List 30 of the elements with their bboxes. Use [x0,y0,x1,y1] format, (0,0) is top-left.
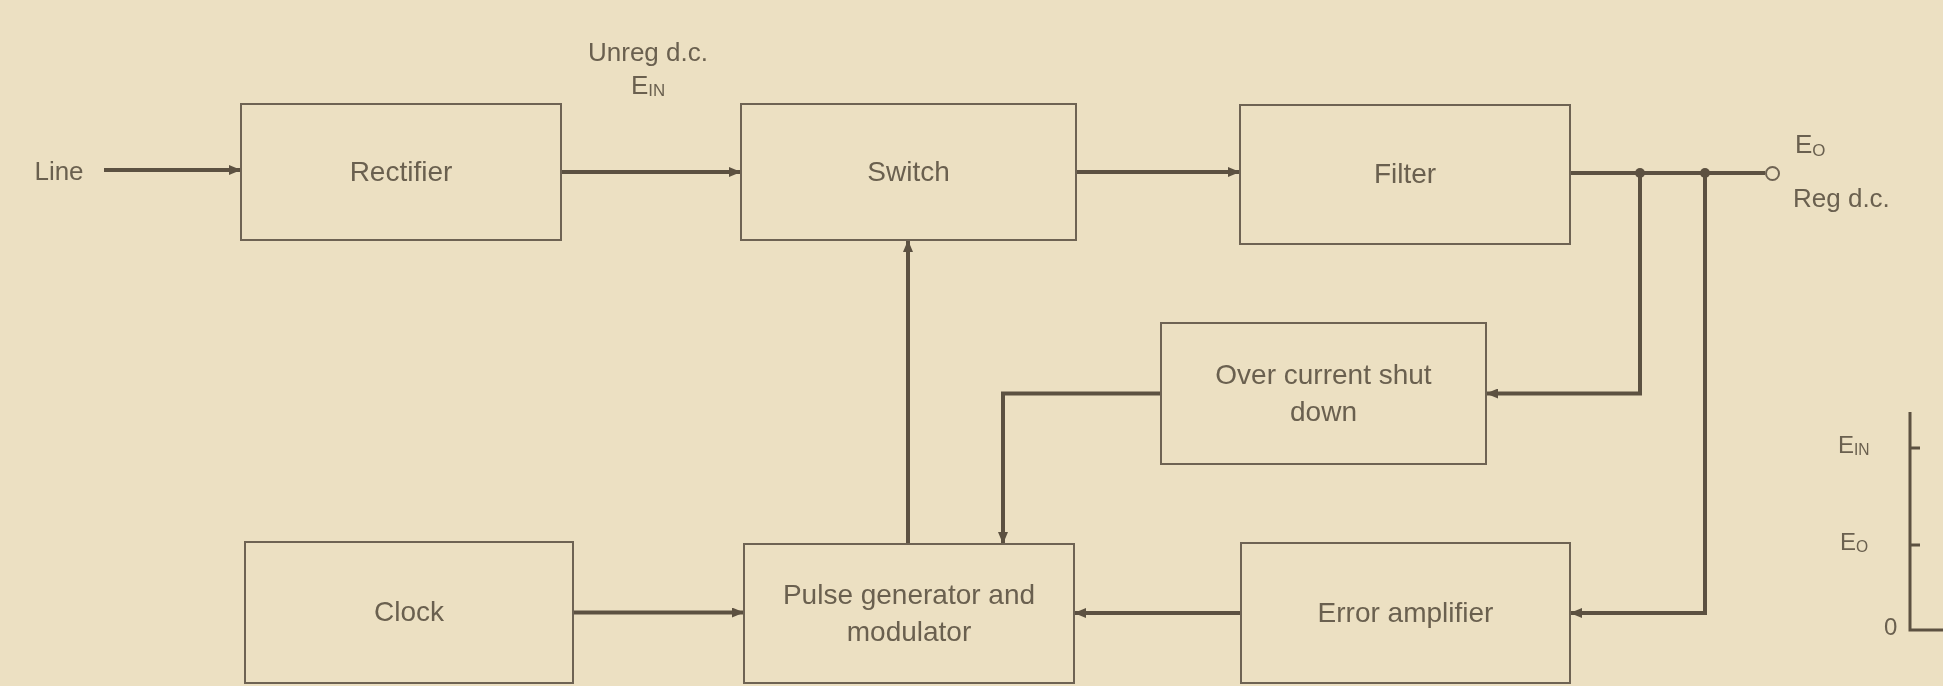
box-label: Switch [867,154,950,189]
box-label: Clock [374,595,444,630]
arrow [562,167,741,177]
box-label: Rectifier [349,154,453,189]
arrow [104,165,241,175]
arrow [1570,171,1707,618]
box-label: Over current shut down [1214,358,1433,429]
process-box [244,541,574,684]
input-label: Line [18,150,100,194]
arrow [1074,608,1240,618]
process-box [240,103,562,241]
box-label: Pulse generator and modulator [781,578,1037,649]
box-label: Filter [1373,157,1437,192]
edge-label: Unreg d.c. E$_{IN}$ [588,36,708,101]
output-terminal [1765,166,1780,181]
arrow [998,391,1160,544]
process-box [1239,104,1571,245]
box-label: Error amplifier [1317,595,1494,630]
process-box [1160,322,1487,465]
process-box [1240,542,1571,684]
terminal-label: E$_{O}$ [1795,128,1826,161]
arrow [1077,167,1240,177]
process-box [743,543,1075,684]
arrow [574,607,744,618]
axis-label: 0 [1884,612,1898,642]
terminal-label: Reg d.c. [1793,182,1890,215]
axis-label: E$_{IN}$ [1838,430,1870,460]
process-box [740,103,1077,241]
arrow [903,240,913,543]
axis-label: E$_{O}$ [1840,527,1869,557]
